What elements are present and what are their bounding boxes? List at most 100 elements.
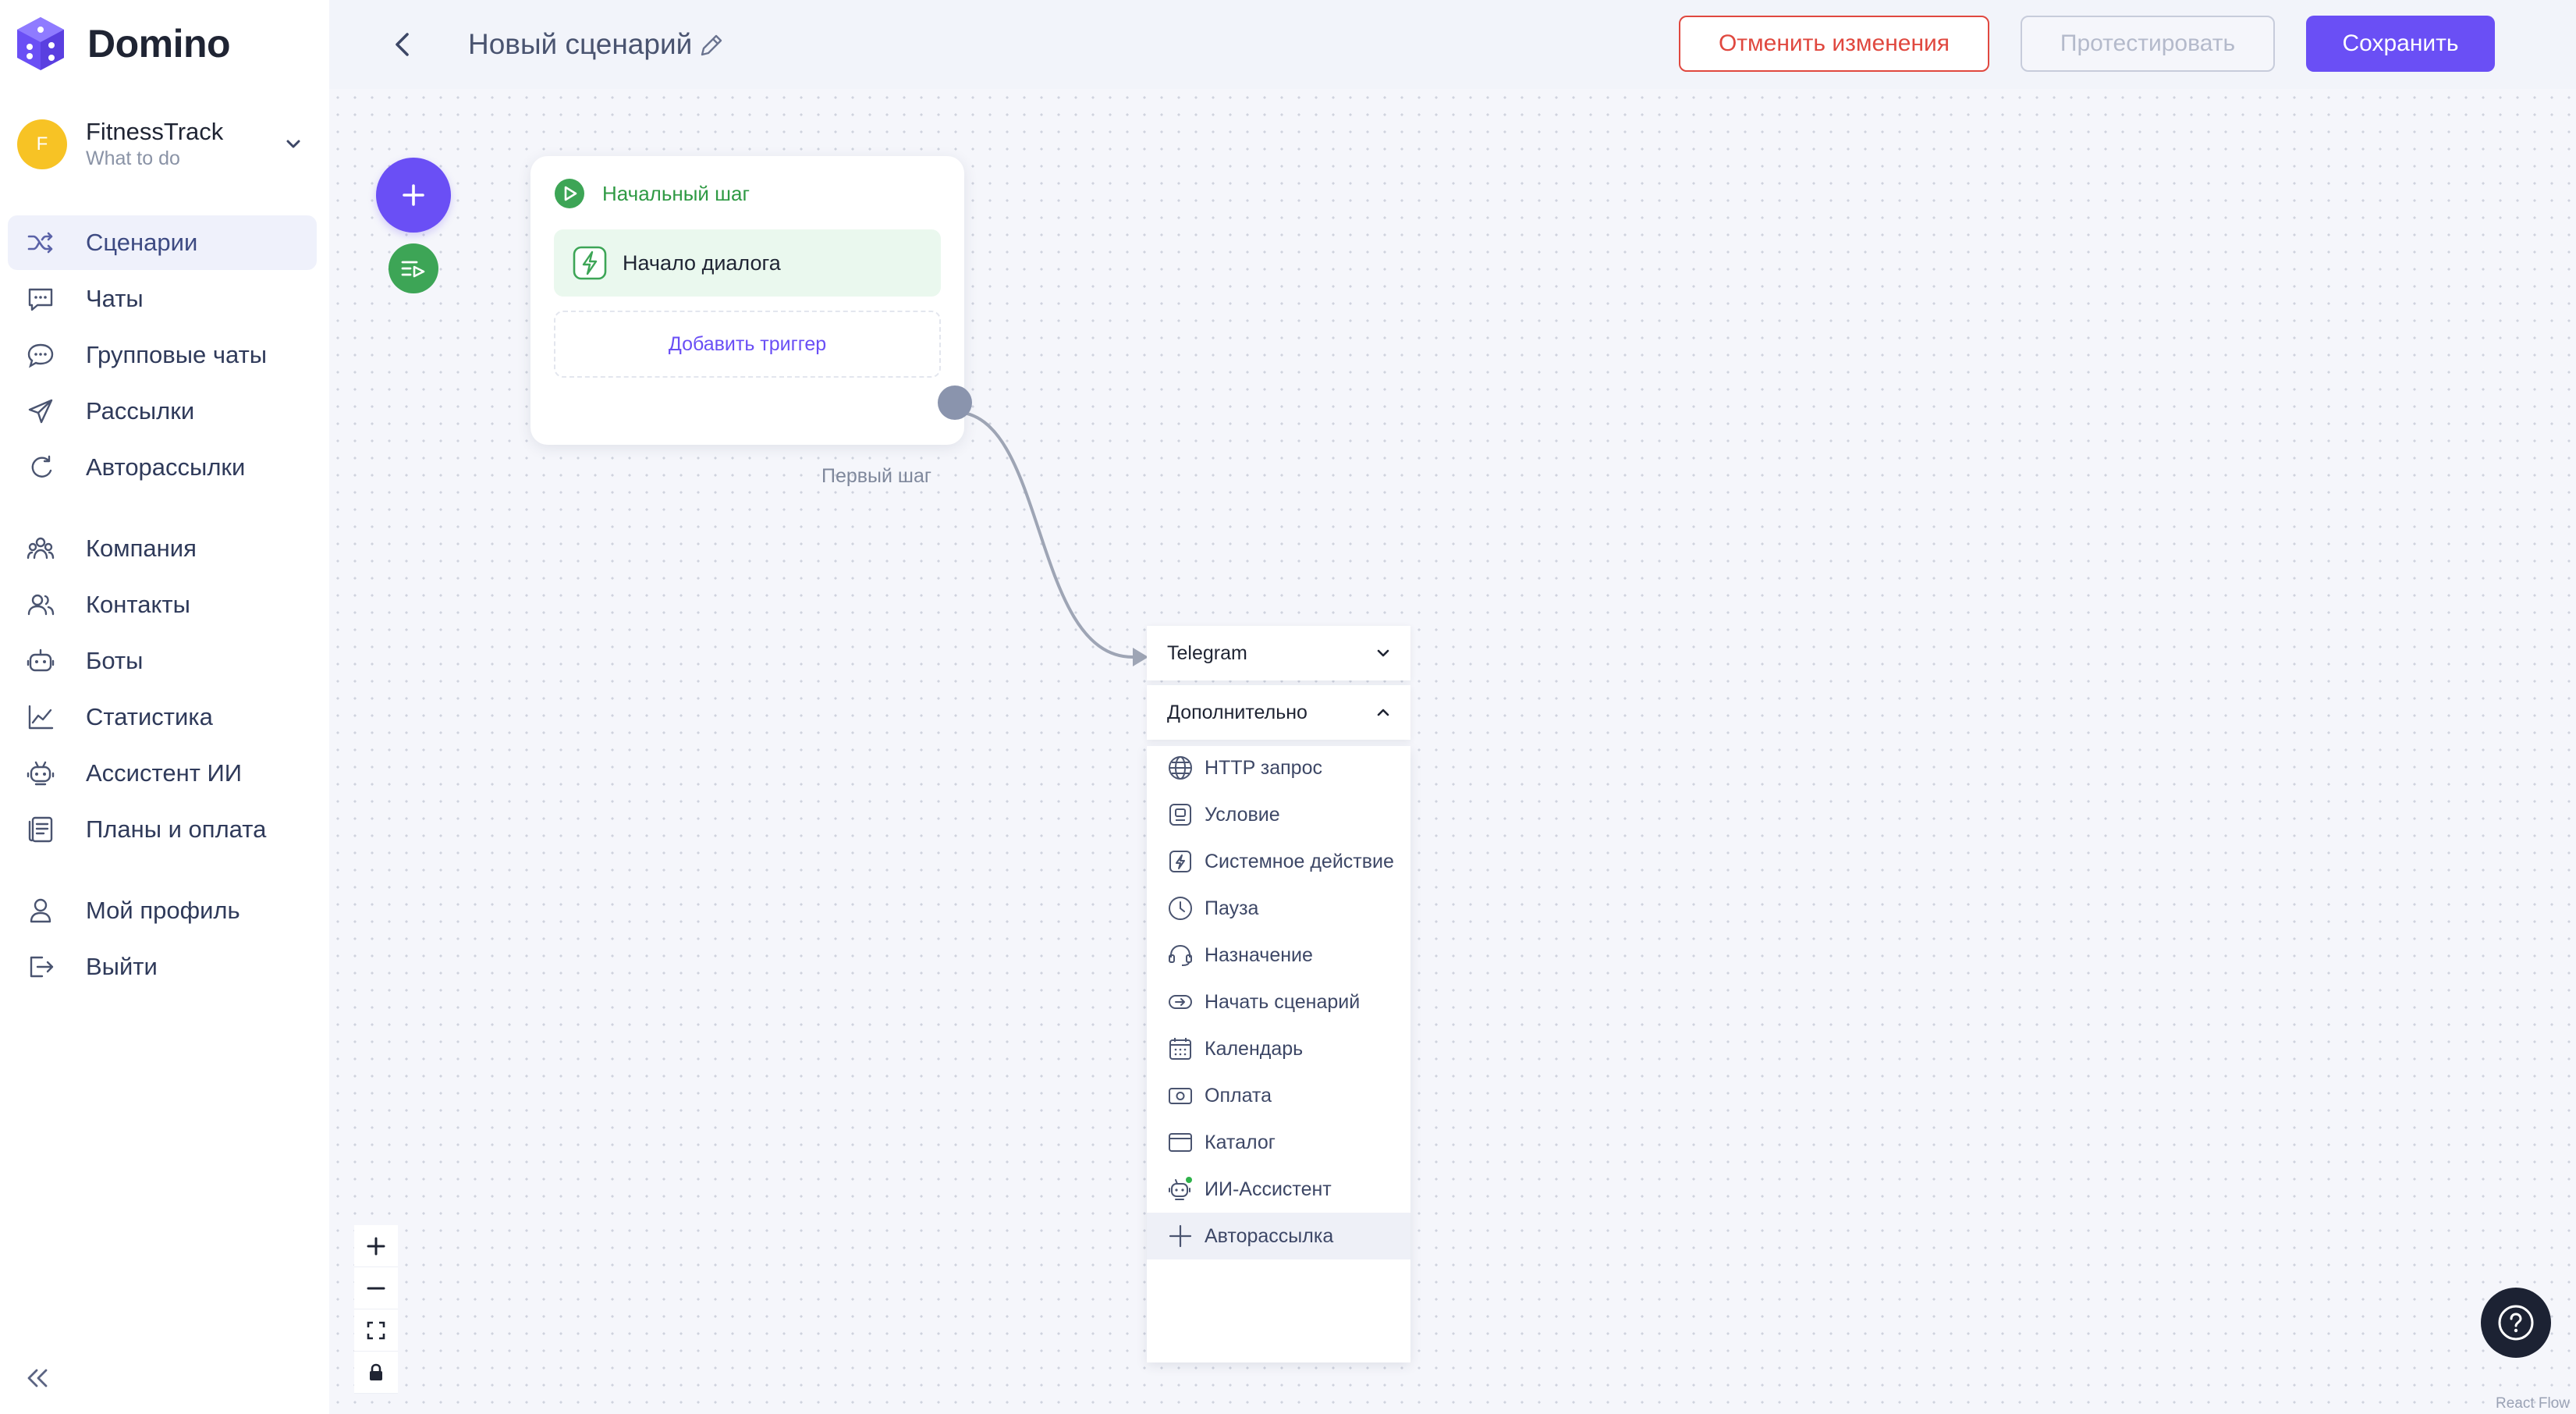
connection-edge [954,410,1148,666]
start-step-title: Начальный шаг [602,181,750,205]
lock-button[interactable] [354,1352,398,1394]
zoom-in-button[interactable] [354,1225,398,1267]
menu-item-label: Условие [1205,803,1280,826]
org-subtitle: What to do [86,147,180,169]
sidebar-item-logout[interactable]: Выйти [8,940,317,994]
zoom-out-icon [367,1287,385,1289]
calendar-icon [1169,1038,1191,1060]
catalog-icon [1169,1133,1192,1152]
sidebar-item-auto-mailings[interactable]: Авторассылки [8,440,317,495]
save-button[interactable]: Сохранить [2306,16,2495,72]
sidebar-item-label: Боты [86,647,144,674]
sidebar-item-label: Компания [86,535,197,562]
menu-item-pause[interactable]: Пауза [1147,885,1410,932]
bot-icon [27,648,55,672]
sidebar-item-label: Чаты [86,285,144,312]
company-icon [27,537,55,560]
stats-icon [28,705,54,730]
add-trigger-button[interactable]: Добавить триггер [554,311,941,378]
fit-view-button[interactable] [354,1309,398,1352]
fit-view-icon [367,1321,385,1339]
menu-item-auto-mailing[interactable]: Авторассылка [1147,1213,1410,1259]
menu-item-ai-assistant[interactable]: ИИ-Ассистент [1147,1166,1410,1213]
org-name: FitnessTrack [86,118,224,145]
play-circle-icon [555,179,584,208]
sidebar-item-label: Контакты [86,591,190,618]
auto-send-icon [31,455,52,478]
sidebar-item-company[interactable]: Компания [8,521,317,576]
sidebar-item-statistics[interactable]: Статистика [8,690,317,744]
start-step-node[interactable]: Начальный шаг Начало диалога Добавить тр… [530,156,964,487]
logout-icon [30,956,54,978]
menu-item-http-request[interactable]: HTTP запрос [1147,744,1410,791]
menu-item-label: Оплата [1205,1084,1272,1107]
sidebar-item-scenarios[interactable]: Сценарии [8,215,317,270]
menu-item-system-action[interactable]: Системное действие [1147,838,1410,885]
trigger-label: Начало диалога [623,250,781,275]
payment-icon [1169,1088,1192,1104]
globe-icon [1169,756,1192,780]
output-handle[interactable] [938,385,972,420]
sidebar-item-label: Выйти [86,953,158,980]
org-switcher[interactable]: F FitnessTrack What to do [17,115,315,173]
system-action-icon [1169,851,1191,872]
chevron-down-icon [286,140,300,148]
app-logo[interactable]: Domino [14,16,231,72]
plus-icon [403,184,424,206]
output-label: Первый шаг [821,465,931,487]
list-play-icon [401,261,425,278]
cancel-changes-button[interactable]: Отменить изменения [1679,16,1989,72]
chevron-up-icon [1377,709,1389,716]
sidebar-item-chats[interactable]: Чаты [8,272,317,326]
sidebar-item-contacts[interactable]: Контакты [8,577,317,632]
clock-icon [1169,897,1192,920]
group-chat-icon [27,343,54,368]
sidebar-item-label: Планы и оплата [86,815,267,843]
sidebar-item-billing[interactable]: Планы и оплата [8,802,317,857]
profile-icon [30,898,51,923]
zoom-out-button[interactable] [354,1267,398,1309]
channel-dropdown[interactable]: Telegram [1147,626,1410,680]
menu-item-catalog[interactable]: Каталог [1147,1119,1410,1166]
step-type-list: HTTP запрос Условие Системное действие [1147,746,1410,1362]
extra-dropdown[interactable]: Дополнительно [1147,685,1410,740]
sidebar-item-mailings[interactable]: Рассылки [8,384,317,439]
sidebar-item-label: Ассистент ИИ [86,759,243,787]
billing-icon [28,816,53,843]
menu-item-label: Каталог [1205,1131,1276,1153]
sidebar-item-ai-assistant[interactable]: Ассистент ИИ [8,746,317,801]
plus-icon [1169,1224,1192,1248]
question-icon [2498,1305,2534,1341]
sidebar-item-group-chats[interactable]: Групповые чаты [8,328,317,382]
scenario-list-button[interactable] [389,243,438,293]
react-flow-attribution[interactable]: React Flow [2495,1395,2570,1412]
help-button[interactable] [2481,1288,2551,1358]
sidebar-item-label: Сценарии [86,229,198,256]
trigger-dialog-start[interactable]: Начало диалога [554,229,941,297]
menu-item-label: Авторассылка [1205,1224,1334,1247]
add-step-button[interactable] [376,158,451,233]
menu-item-label: ИИ-Ассистент [1205,1178,1332,1200]
headset-icon [1169,944,1192,966]
sidebar-item-profile[interactable]: Мой профиль [8,883,317,938]
sidebar-item-label: Авторассылки [86,453,246,481]
menu-item-label: Пауза [1205,897,1259,919]
sidebar-item-label: Статистика [86,703,213,730]
flow-canvas[interactable]: Начальный шаг Начало диалога Добавить тр… [329,89,2576,1414]
pencil-icon[interactable] [696,30,727,61]
menu-item-label: HTTP запрос [1205,756,1322,779]
start-scenario-icon [1169,995,1192,1009]
menu-item-condition[interactable]: Условие [1147,791,1410,838]
send-icon [28,399,53,424]
menu-item-start-scenario[interactable]: Начать сценарий [1147,979,1410,1025]
menu-item-calendar[interactable]: Календарь [1147,1025,1410,1072]
menu-item-assignment[interactable]: Назначение [1147,932,1410,979]
back-arrow-icon[interactable] [385,27,421,62]
sidebar-item-label: Групповые чаты [86,341,268,368]
app-name: Domino [87,22,231,66]
menu-item-payment[interactable]: Оплата [1147,1072,1410,1119]
test-button[interactable]: Протестировать [2021,16,2275,72]
collapse-sidebar-icon[interactable] [23,1364,51,1392]
sidebar-item-bots[interactable]: Боты [8,634,317,688]
shuffle-icon [27,232,53,254]
